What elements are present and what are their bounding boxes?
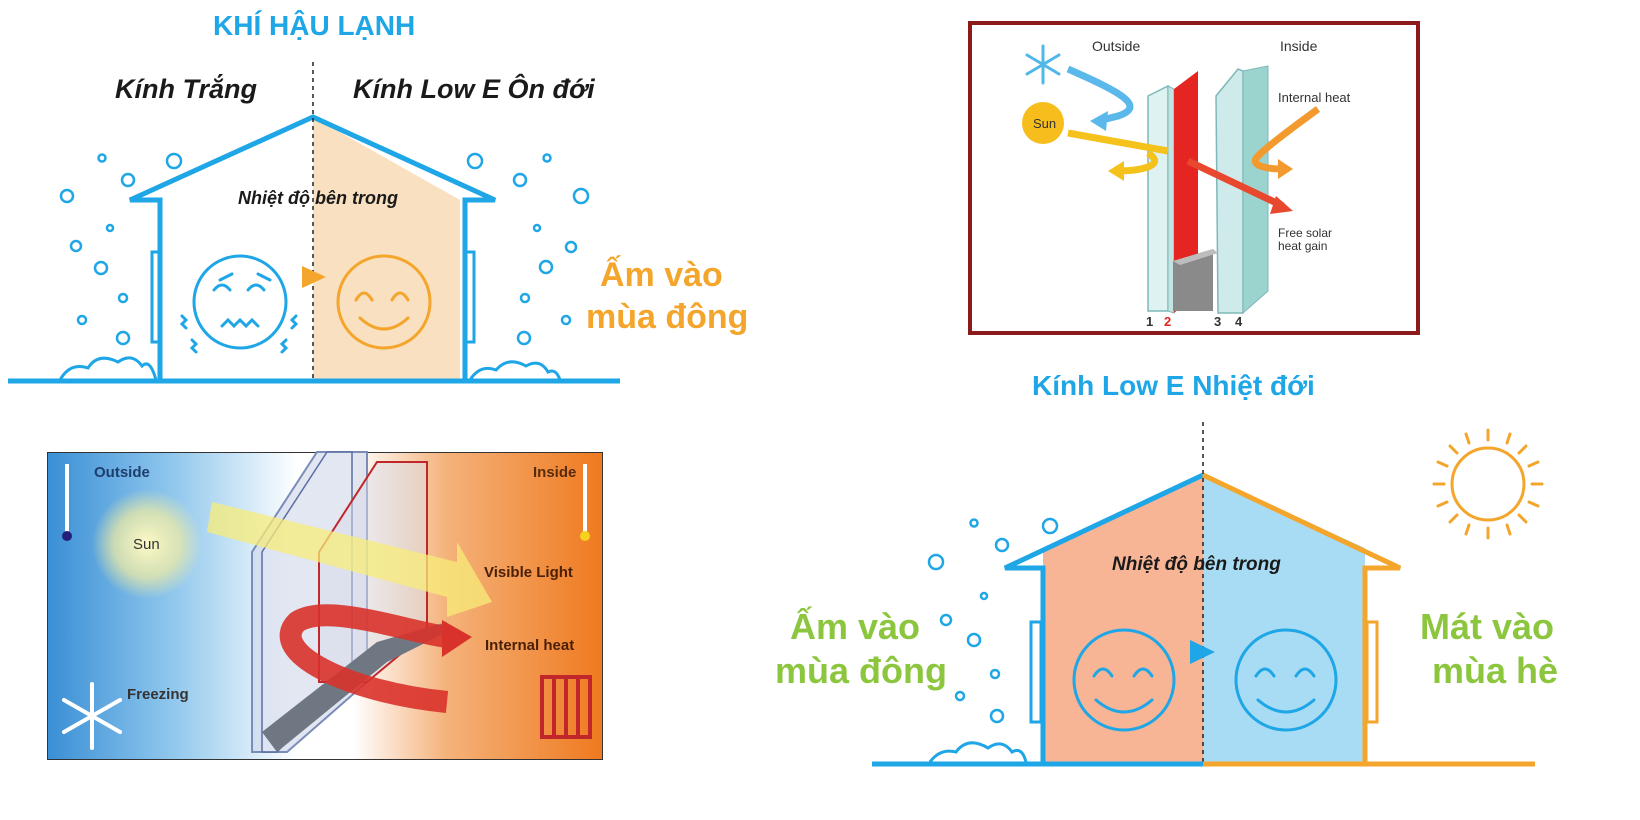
tropical-right-line2: mùa hè xyxy=(1432,650,1559,691)
tr-surface-3: 3 xyxy=(1214,314,1222,329)
tropical-left-line1: Ấm vào xyxy=(790,606,921,647)
cold-result-line2: mùa đông xyxy=(586,298,749,336)
cold-left-label: Kính Trắng xyxy=(115,74,258,104)
tropical-title: Kính Low E Nhiệt đới xyxy=(1032,370,1315,401)
bl-sun-label: Sun xyxy=(133,536,160,553)
tr-surface-4: 4 xyxy=(1235,314,1243,329)
tr-surface-2: 2 xyxy=(1164,314,1172,329)
bl-inside-label: Inside xyxy=(533,464,577,481)
tropical-left-line2: mùa đông xyxy=(775,650,947,691)
cold-inside-temp: Nhiệt độ bên trong xyxy=(238,188,398,208)
cold-house-diagram xyxy=(8,62,620,384)
cold-right-label: Kính Low E Ôn đới xyxy=(353,74,595,104)
tr-sun-label: Sun xyxy=(1033,116,1057,131)
tropical-house-diagram xyxy=(872,422,1544,767)
tr-inside-label: Inside xyxy=(1280,38,1318,54)
tropical-right-line1: Mát vào xyxy=(1420,606,1555,647)
tr-outside-label: Outside xyxy=(1092,38,1141,54)
bl-visible-light-label: Visible Light xyxy=(484,564,573,581)
tr-free-solar-line2: heat gain xyxy=(1278,239,1328,253)
top-right-glass-diagram xyxy=(1022,44,1321,315)
bottom-left-glass-diagram xyxy=(62,451,592,753)
tr-surface-1: 1 xyxy=(1146,314,1154,329)
tropical-inside-temp: Nhiệt độ bên trong xyxy=(1112,554,1281,575)
bl-internal-heat-label: Internal heat xyxy=(485,637,575,654)
bl-freezing-label: Freezing xyxy=(127,686,189,703)
tr-free-solar-line1: Free solar xyxy=(1278,226,1333,240)
tr-internal-heat-label: Internal heat xyxy=(1278,90,1351,105)
bl-outside-label: Outside xyxy=(94,464,150,481)
cold-title: KHÍ HẬU LẠNH xyxy=(213,10,416,41)
cold-result-line1: Ấm vào xyxy=(600,256,723,294)
